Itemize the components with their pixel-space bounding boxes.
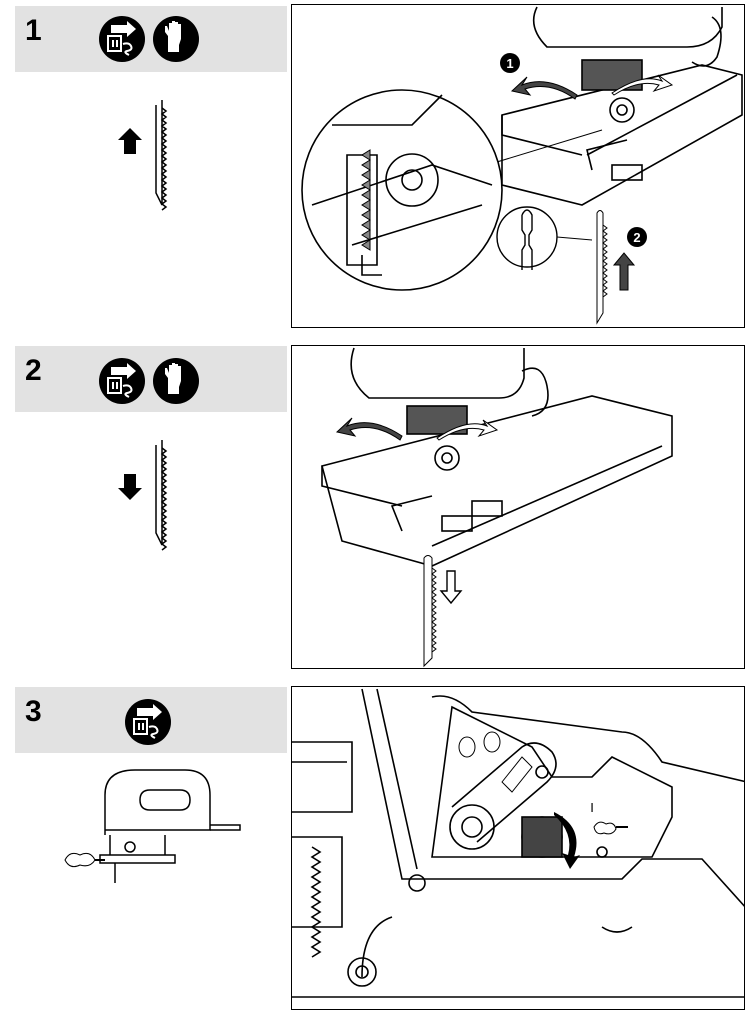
gloves-icon — [153, 16, 199, 62]
step-number: 1 — [25, 14, 42, 47]
unplug-icon — [125, 699, 171, 745]
switch-label: I — [590, 800, 594, 815]
step-1-header: 1 — [15, 6, 287, 72]
blade-insert-diagram — [100, 100, 180, 220]
step-number: 3 — [25, 695, 42, 728]
blade-remove-diagram — [100, 440, 180, 560]
unplug-icon — [99, 358, 145, 404]
step-3-header: 3 — [15, 687, 287, 753]
callout-2: 2 — [633, 230, 640, 245]
step-2-illustration — [291, 345, 745, 669]
step-2-header: 2 — [15, 346, 287, 412]
step-number: 2 — [25, 354, 42, 387]
jigsaw-blower-diagram — [55, 765, 255, 890]
gloves-icon — [153, 358, 199, 404]
step-3-illustration: I — [291, 686, 745, 1010]
step-1-illustration: 1 2 — [291, 4, 745, 328]
callout-1: 1 — [506, 56, 513, 71]
unplug-icon — [99, 16, 145, 62]
